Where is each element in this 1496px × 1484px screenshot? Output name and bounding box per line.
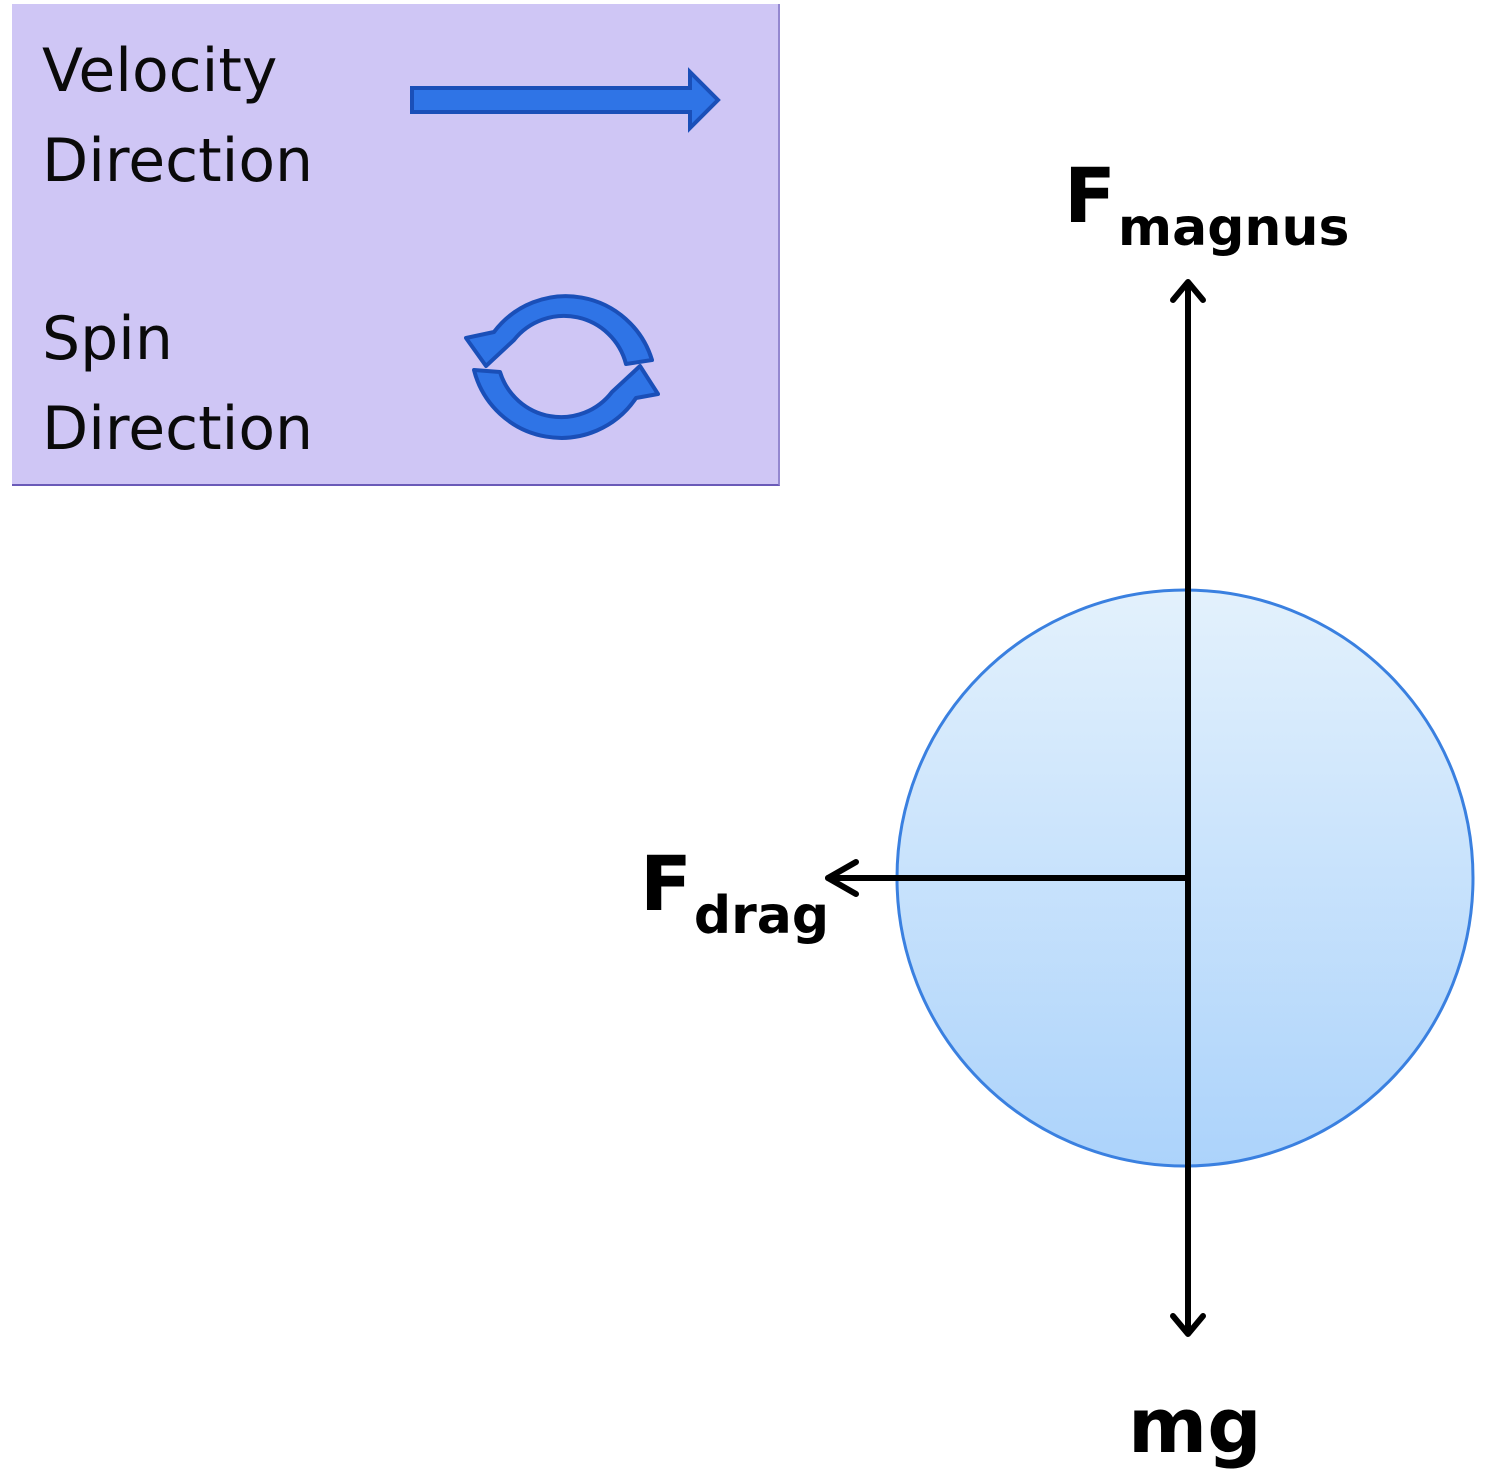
magnus-force-symbol: F [1064,151,1116,240]
velocity-direction-label: Velocity Direction [42,26,313,206]
magnus-force-label: Fmagnus [1064,158,1349,255]
spin-label-line2: Direction [42,394,314,464]
gravity-force-label: mg [1128,1381,1262,1470]
vertical-force-arrows [1170,279,1206,1337]
magnus-force-subscript: magnus [1117,198,1350,259]
spin-direction-label: Spin Direction [42,294,313,474]
drag-force-symbol: F [640,839,692,928]
drag-force-subscript: drag [693,886,830,947]
drag-force-label: Fdrag [640,846,829,943]
velocity-label-line2: Direction [42,126,314,196]
legend-box: Velocity Direction Spin Direction [12,4,780,486]
drag-force-arrow [825,859,1191,897]
spin-label-line1: Spin [42,304,173,374]
velocity-label-line1: Velocity [42,36,278,106]
right-arrow-icon [410,67,721,133]
circular-arrows-icon [464,294,660,440]
